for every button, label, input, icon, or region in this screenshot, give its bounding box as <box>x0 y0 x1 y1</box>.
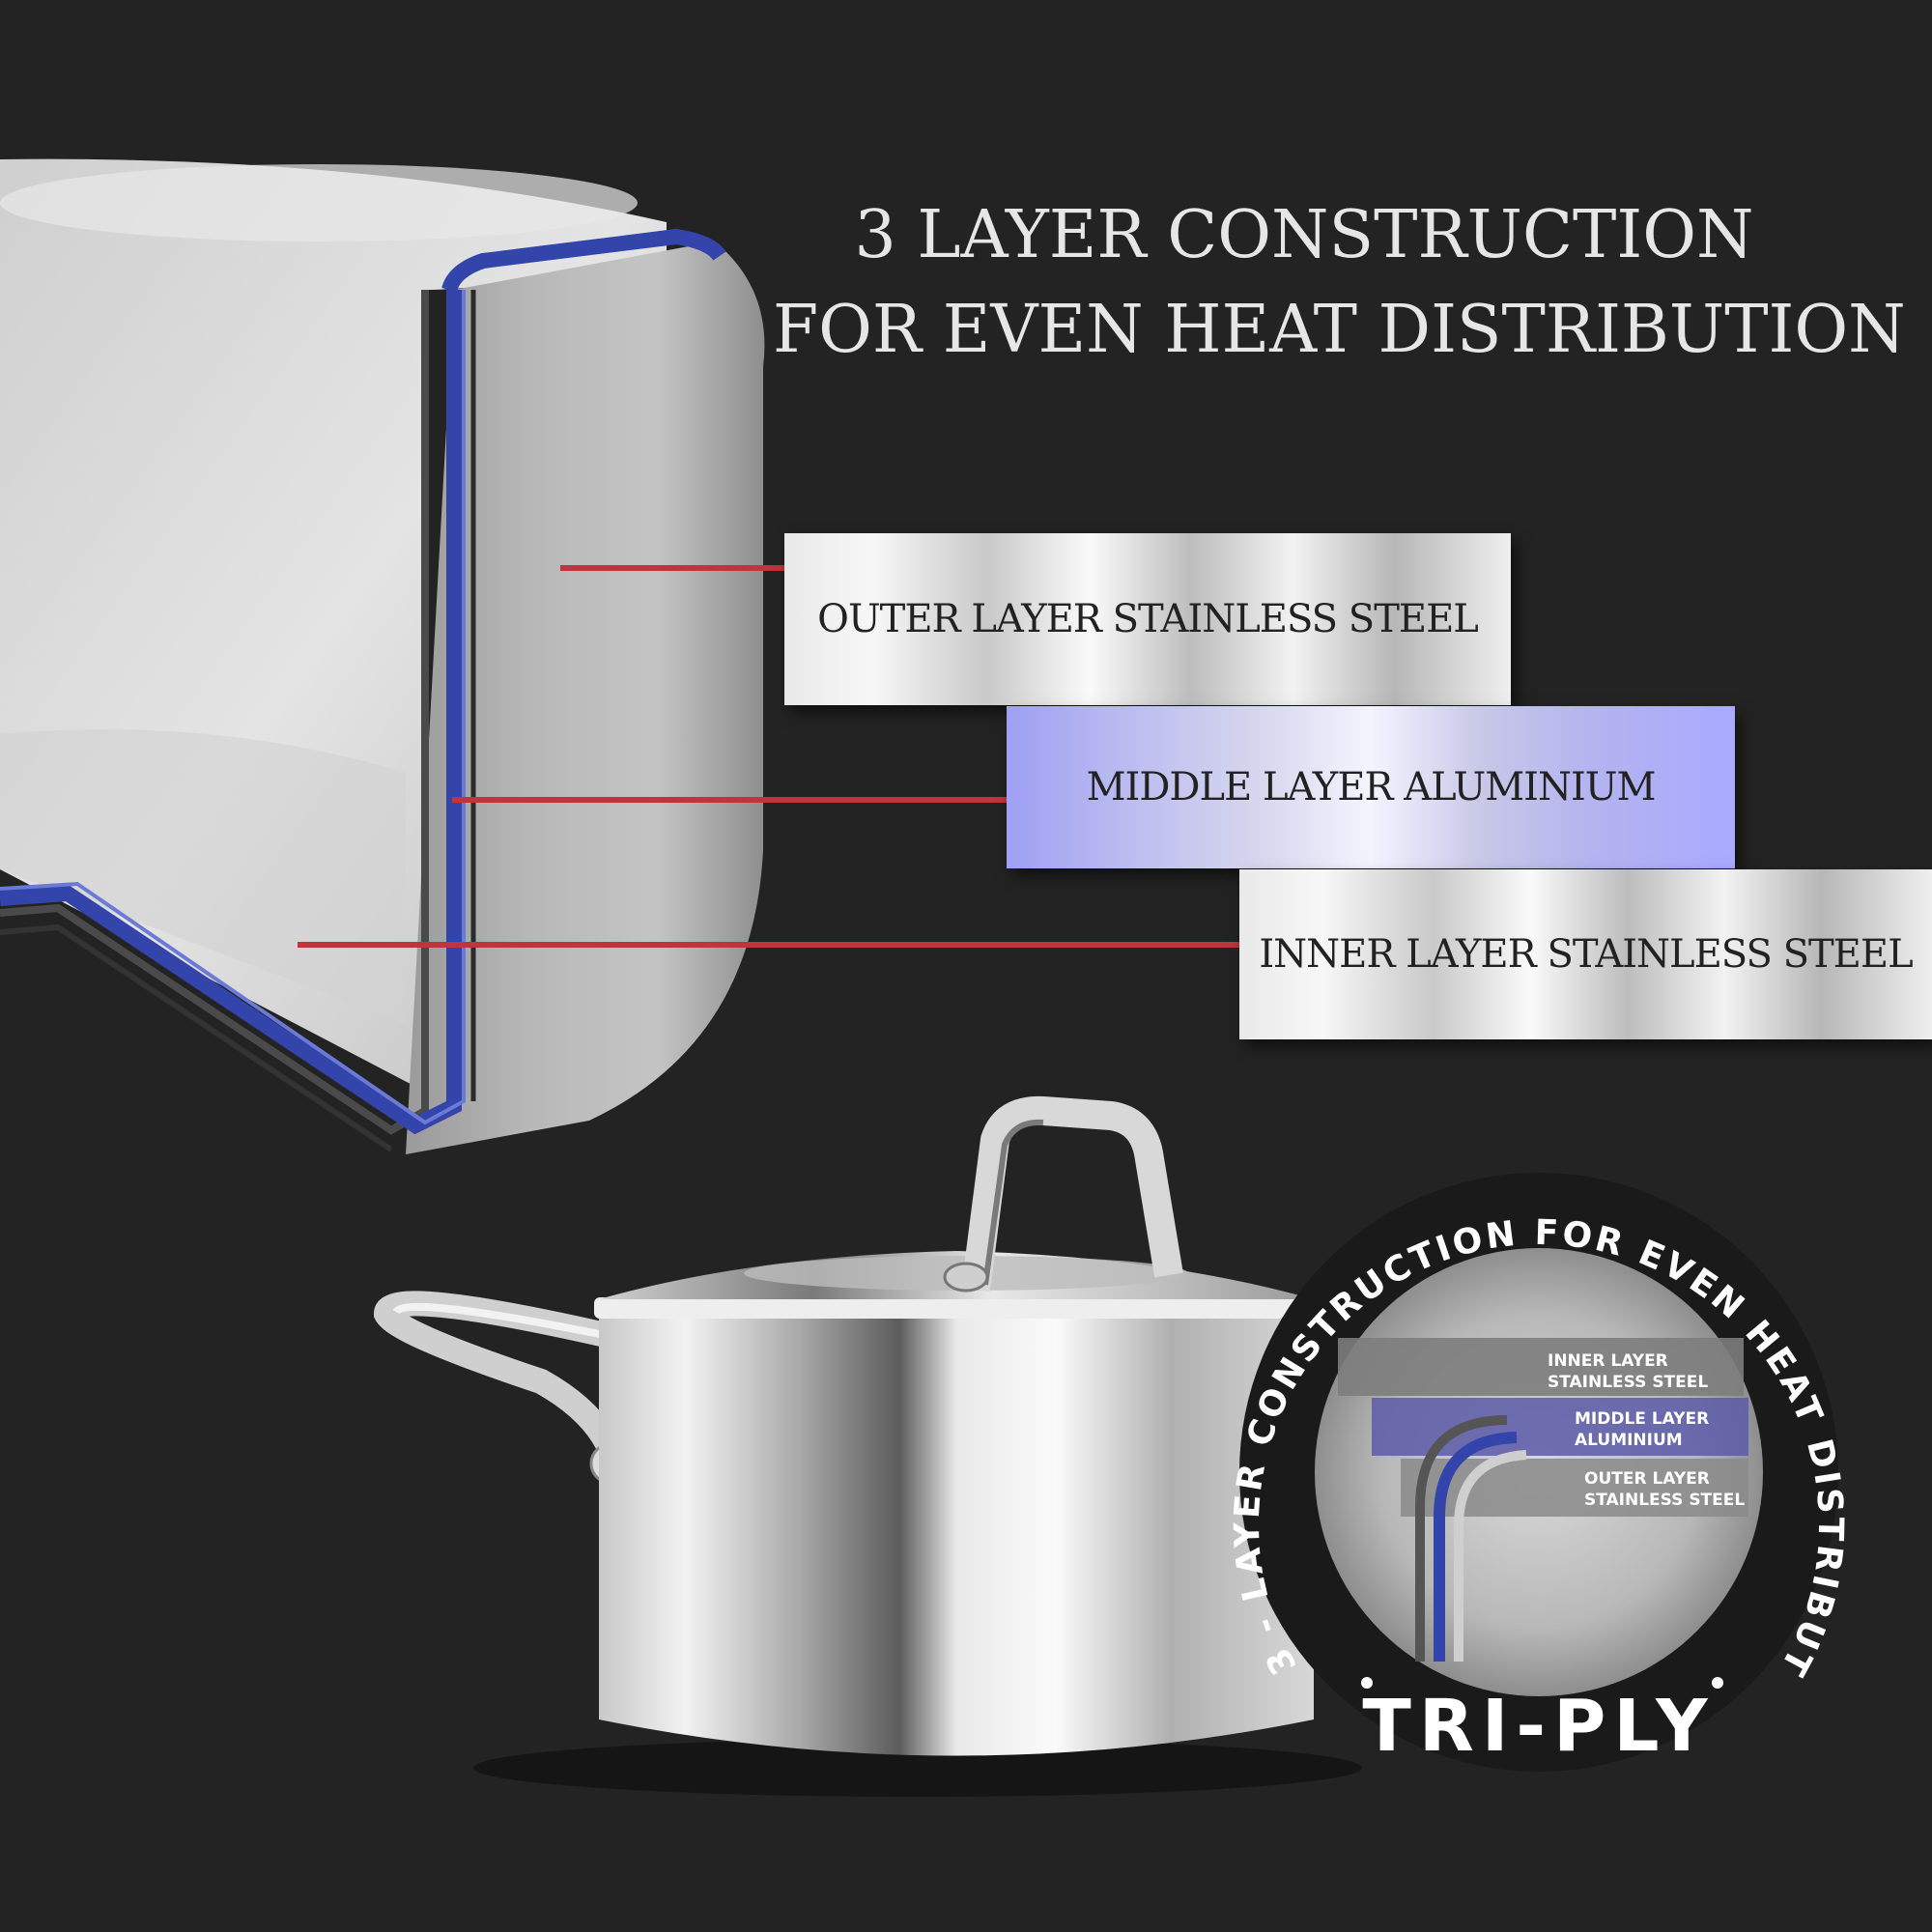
headline-line-1: 3 LAYER CONSTRUCTION <box>854 197 1754 273</box>
badge-inner-label-2: STAINLESS STEEL <box>1548 1373 1708 1392</box>
cross-section-illustration <box>0 158 765 1154</box>
badge-middle-label-2: ALUMINIUM <box>1575 1431 1683 1450</box>
stockpot-photo <box>373 1095 1362 1797</box>
headline-line-2: FOR EVEN HEAT DISTRIBUTION <box>773 292 1906 368</box>
badge-outer-label-2: STAINLESS STEEL <box>1584 1491 1745 1510</box>
badge-outer-label-1: OUTER LAYER <box>1584 1469 1710 1489</box>
badge-middle-label-1: MIDDLE LAYER <box>1575 1409 1709 1429</box>
headline: 3 LAYER CONSTRUCTION FOR EVEN HEAT DISTR… <box>773 188 1906 378</box>
inner-layer-label: INNER LAYER STAINLESS STEEL <box>1239 869 1932 1039</box>
outer-layer-label: OUTER LAYER STAINLESS STEEL <box>784 533 1511 705</box>
middle-layer-label: MIDDLE LAYER ALUMINIUM <box>1007 706 1735 868</box>
badge-inner-label-1: INNER LAYER <box>1548 1351 1668 1371</box>
badge-title: TRI-PLY <box>1362 1685 1715 1768</box>
